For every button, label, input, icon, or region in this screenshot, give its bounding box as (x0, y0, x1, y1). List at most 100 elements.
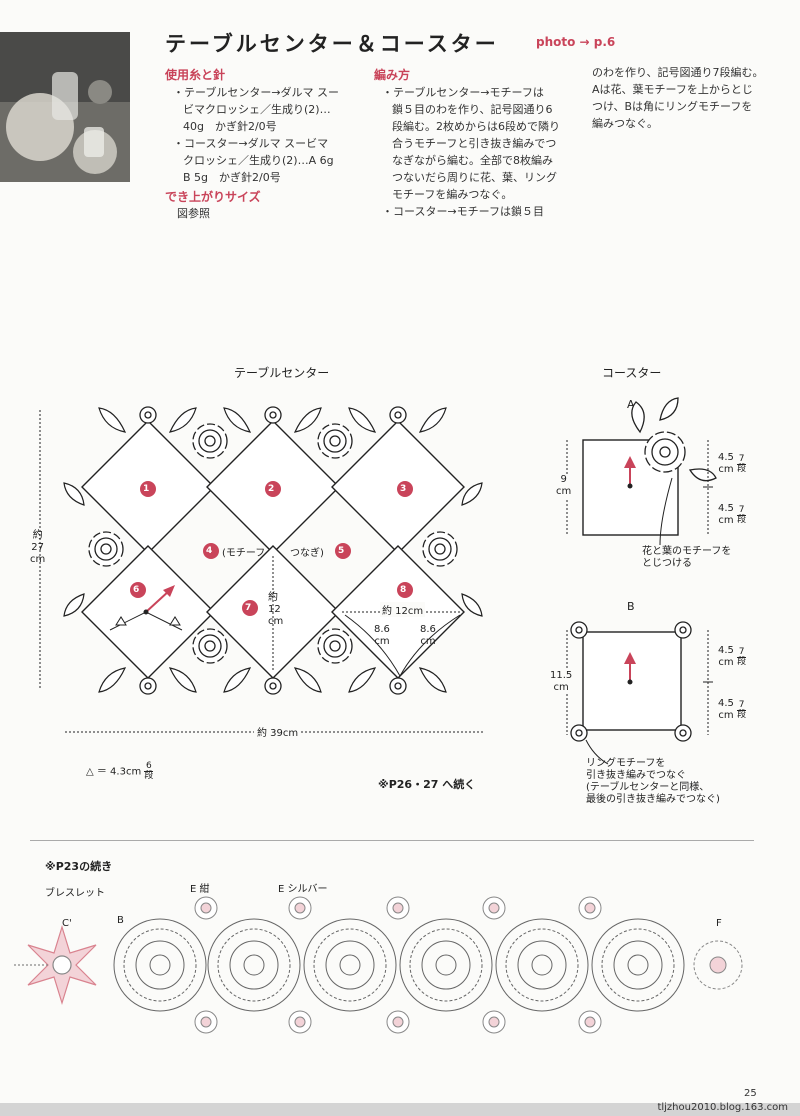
method-line: ・テーブルセンター→モチーフは (382, 86, 544, 99)
leaf-motif (293, 407, 322, 433)
size-heading: でき上がりサイズ (165, 190, 261, 204)
motif-number: 7 (245, 603, 252, 613)
fraction-num: 7 (738, 699, 745, 710)
note-text: 引き抜き編みでつなぐ (586, 770, 686, 781)
triangle-marker (115, 616, 127, 626)
method-line: 合うモチーフと引き抜き編みでつ (392, 137, 557, 150)
flower-motif (192, 628, 228, 664)
bracelet-e-silver-label: E シルバー (278, 884, 328, 895)
flower-motif (422, 531, 458, 567)
section-divider (30, 840, 754, 841)
fraction-den: 段 (737, 656, 747, 667)
flower-motif (317, 628, 353, 664)
round-motif (495, 918, 589, 1012)
bracelet-c-label: C' (62, 918, 72, 929)
dim-text: cm (718, 710, 734, 721)
materials-line: 40g かぎ針2/0号 (183, 120, 277, 133)
motif-height-label: 約 12 cm (268, 592, 283, 628)
motif-badge (335, 543, 351, 559)
flower-motif (88, 531, 124, 567)
leaf-motif (418, 407, 447, 433)
dim-text: cm (374, 636, 390, 647)
materials-heading: 使用糸と針 (165, 68, 226, 82)
leaf-motif (418, 667, 447, 693)
bracelet-f-label: F (716, 918, 722, 929)
leaf-motif (63, 593, 85, 617)
edge-label-left: 8.6 cm (374, 624, 390, 648)
leaf-motif (63, 482, 85, 506)
motif-number: 3 (400, 484, 407, 494)
dim-text: 4.5 (718, 503, 734, 514)
dim-text: 8.6 (374, 624, 390, 635)
dim-text: 4.5 (718, 452, 734, 463)
motif-badge (203, 543, 219, 559)
dim-text: 約 (268, 592, 278, 603)
footer-site: tljzhou2010.blog.163.com (657, 1102, 788, 1113)
fraction-den: 段 (737, 463, 747, 474)
flower-motif (317, 423, 353, 459)
motif-badge (130, 582, 146, 598)
materials-line: ・テーブルセンター→ダルマ スー (173, 86, 340, 99)
motif-number: 4 (206, 546, 213, 556)
product-photo (0, 32, 130, 182)
method-line: モチーフを編みつなぐ。 (392, 188, 513, 201)
fraction-den: 段 (737, 709, 747, 720)
dim-text: 27 (31, 542, 44, 553)
method-line: なぎながら編む。全部で8枚編み (392, 154, 553, 167)
continue-note: ※P26・27 へ続く (378, 778, 476, 791)
motif-number: 1 (143, 484, 150, 494)
leaf-motif (293, 667, 322, 693)
coaster-b-rings (570, 621, 692, 742)
table-center-diagram (39, 406, 484, 733)
round-motif (591, 918, 685, 1012)
bead-motifs (194, 896, 602, 1034)
dim-text: 4.5 (718, 698, 734, 709)
edge-label-right: 8.6 cm (420, 624, 436, 648)
coaster-b-note: リングモチーフを 引き抜き編みでつなぐ (テーブルセンターと同様、 最後の引き抜… (586, 758, 720, 806)
leaf-motif (98, 667, 127, 693)
dim-text: 11.5 (550, 670, 573, 681)
coaster-a-arrow (624, 456, 636, 489)
leaf-motif (348, 407, 377, 433)
motif-number: 8 (400, 585, 407, 595)
round-motif (399, 918, 493, 1012)
motif-badge (140, 481, 156, 497)
coaster-b-arrow (624, 652, 636, 685)
materials-section: 使用糸と針 ・テーブルセンター→ダルマ スー ビマクロッシェ／生成り(2)… 4… (165, 66, 365, 222)
fraction-num: 7 (738, 646, 745, 657)
bracelet-section-title: ※P23の続き (45, 860, 113, 873)
method-section: 編み方 ・テーブルセンター→モチーフは 鎖５目のわを作り、記号図通り6 段編む。… (374, 66, 574, 220)
dim-text: cm (268, 616, 284, 627)
edge-arc (399, 614, 461, 677)
photo-illustration (0, 32, 130, 182)
motif-number: 5 (338, 546, 345, 556)
fraction-num: 7 (738, 453, 745, 464)
round-motif (303, 918, 397, 1012)
dim-text: 約 (32, 530, 43, 541)
note-text: 最後の引き抜き編みでつなぐ) (586, 794, 720, 805)
coaster-diagrams (566, 397, 717, 765)
leaf-motif (461, 482, 483, 506)
motif-number: 2 (268, 484, 275, 494)
coaster-a-leader (659, 477, 673, 546)
clasp-motif (693, 940, 743, 990)
dim-text: cm (30, 554, 46, 565)
join-note: つなぎ) (290, 548, 324, 559)
method-line: 編みつなぐ。 (592, 117, 658, 130)
star-motif (14, 924, 97, 1006)
dim-text: cm (420, 636, 436, 647)
method-line: つけ、Bは角にリングモチーフを (592, 100, 753, 113)
fraction-den: 段 (737, 514, 747, 525)
motif-number: 6 (133, 585, 140, 595)
photo-reference: photo → p.6 (536, 35, 616, 49)
dim-text: cm (553, 682, 569, 693)
dim-text: 9 (560, 474, 567, 485)
method-line: のわを作り、記号図通り7段編む。 (592, 66, 764, 79)
dim-text: 12 (268, 604, 281, 615)
